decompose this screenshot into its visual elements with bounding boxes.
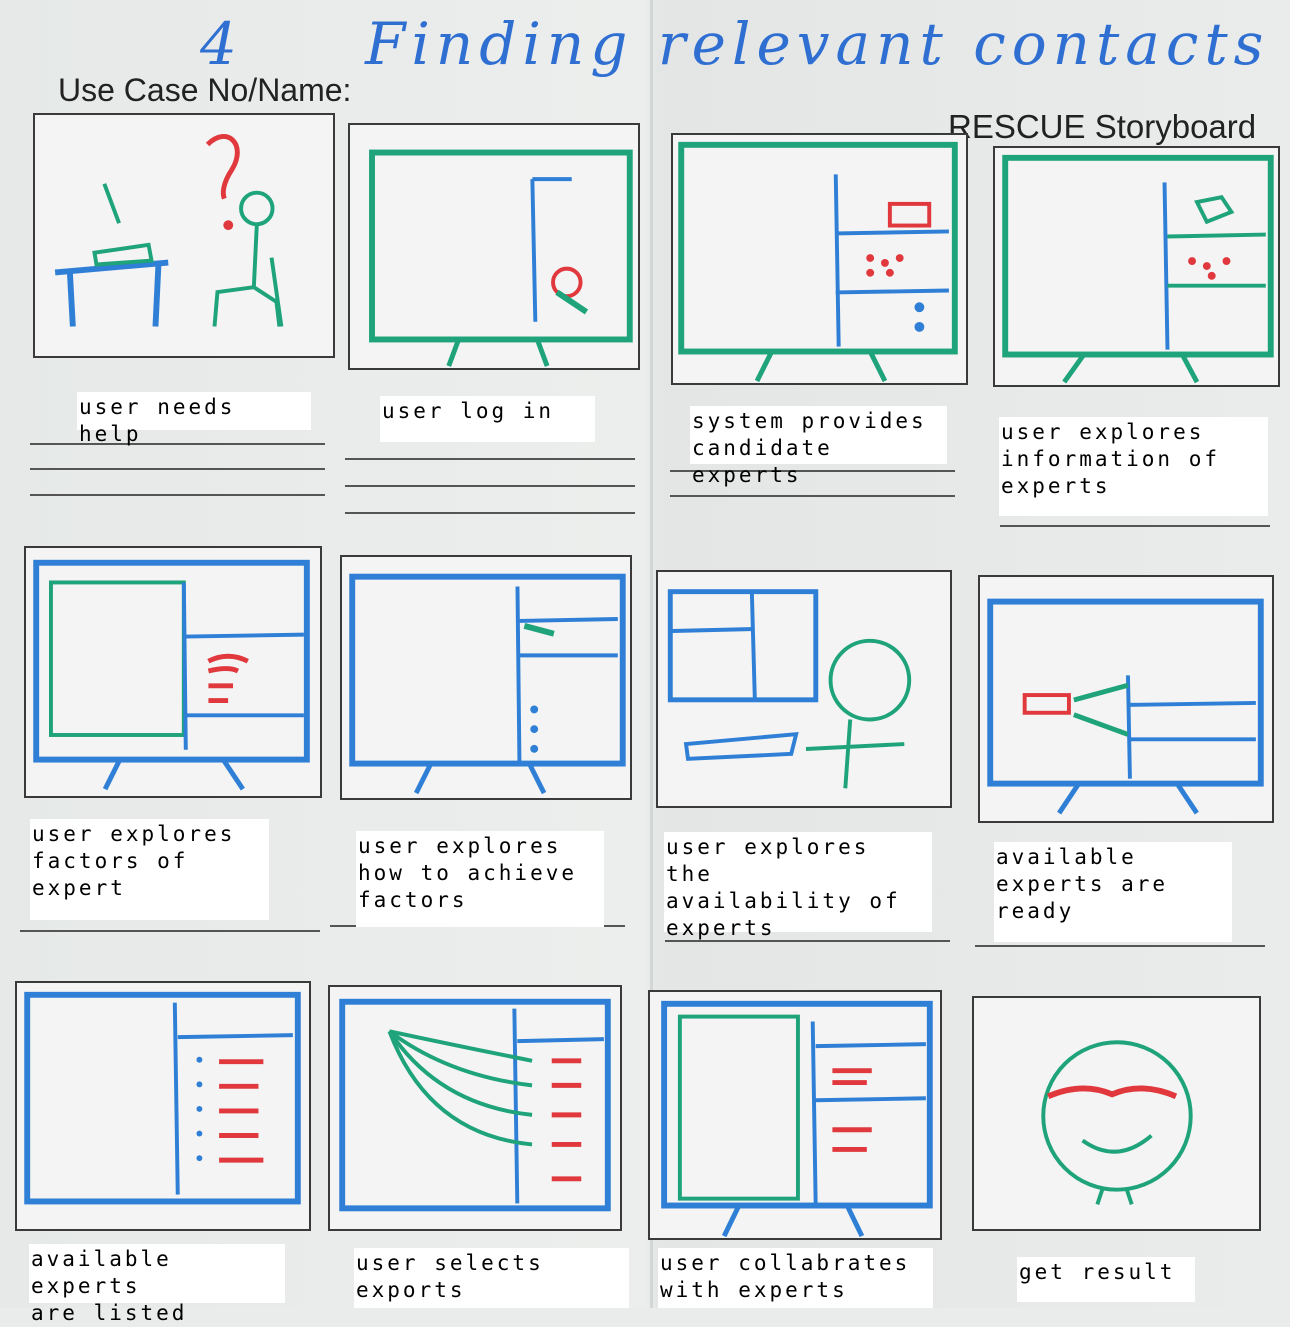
panel-sketch-6 [349, 573, 626, 795]
panel-caption-10: user selects exports [354, 1248, 629, 1308]
panel-caption-11: user collabrates with experts [658, 1248, 933, 1308]
panel-sketch-3 [678, 141, 958, 383]
ruled-line [345, 485, 635, 487]
paper-fold [650, 0, 653, 1308]
ruled-line [30, 443, 325, 445]
panel-frame-1 [33, 113, 335, 358]
panel-caption-3: system provides candidate experts [690, 406, 947, 487]
ruled-line [975, 945, 1265, 947]
ruled-line [345, 458, 635, 460]
panel-frame-8 [978, 575, 1274, 823]
panel-sketch-7 [667, 589, 912, 789]
use-case-label: Use Case No/Name: [58, 72, 352, 108]
panel-sketch-8 [987, 598, 1264, 815]
ruled-line [345, 512, 635, 514]
panel-frame-2 [348, 123, 640, 370]
panel-caption-5: user explores factors of expert [30, 819, 269, 920]
panel-caption-7: user explores the availability of expert… [664, 832, 932, 940]
panel-sketch-1 [54, 134, 284, 327]
ruled-line [30, 494, 325, 496]
panel-caption-6: user explores how to achieve factors [356, 831, 604, 927]
panel-caption-4: user explores information of experts [999, 417, 1268, 516]
ruled-line [670, 495, 955, 497]
panel-frame-7 [656, 570, 952, 808]
handwritten-title: Finding relevant contacts [365, 10, 1270, 78]
panel-frame-4 [993, 146, 1280, 387]
panel-frame-12 [972, 996, 1261, 1231]
panel-sketch-10 [339, 998, 611, 1212]
handwritten-number: 4 [200, 10, 243, 78]
panel-caption-9: available experts are listed [29, 1244, 285, 1325]
panel-sketch-2 [369, 149, 633, 367]
panel-sketch-5 [33, 559, 310, 791]
panel-frame-10 [328, 985, 622, 1231]
ruled-line [20, 930, 320, 932]
panel-caption-8: available experts are ready [994, 842, 1232, 942]
panel-caption-2: user log in [380, 396, 595, 442]
ruled-line [1000, 525, 1270, 527]
panel-sketch-11 [661, 1000, 933, 1238]
ruled-line [30, 468, 325, 470]
panel-caption-12: get result [1017, 1257, 1195, 1302]
panel-caption-1: user needs help [77, 392, 311, 446]
ruled-line [665, 940, 950, 942]
panel-sketch-9 [24, 991, 301, 1205]
handwritten-title-row: 4 Finding relevant contacts [200, 10, 1269, 78]
panel-frame-9 [15, 981, 311, 1231]
panel-sketch-12 [1041, 1040, 1193, 1206]
storyboard-label: RESCUE Storyboard [948, 108, 1257, 145]
panel-frame-11 [648, 990, 942, 1240]
panel-frame-6 [340, 555, 632, 800]
panel-frame-3 [671, 133, 968, 385]
panel-frame-5 [24, 546, 322, 798]
ruled-line [670, 470, 955, 472]
panel-sketch-4 [1002, 154, 1274, 384]
